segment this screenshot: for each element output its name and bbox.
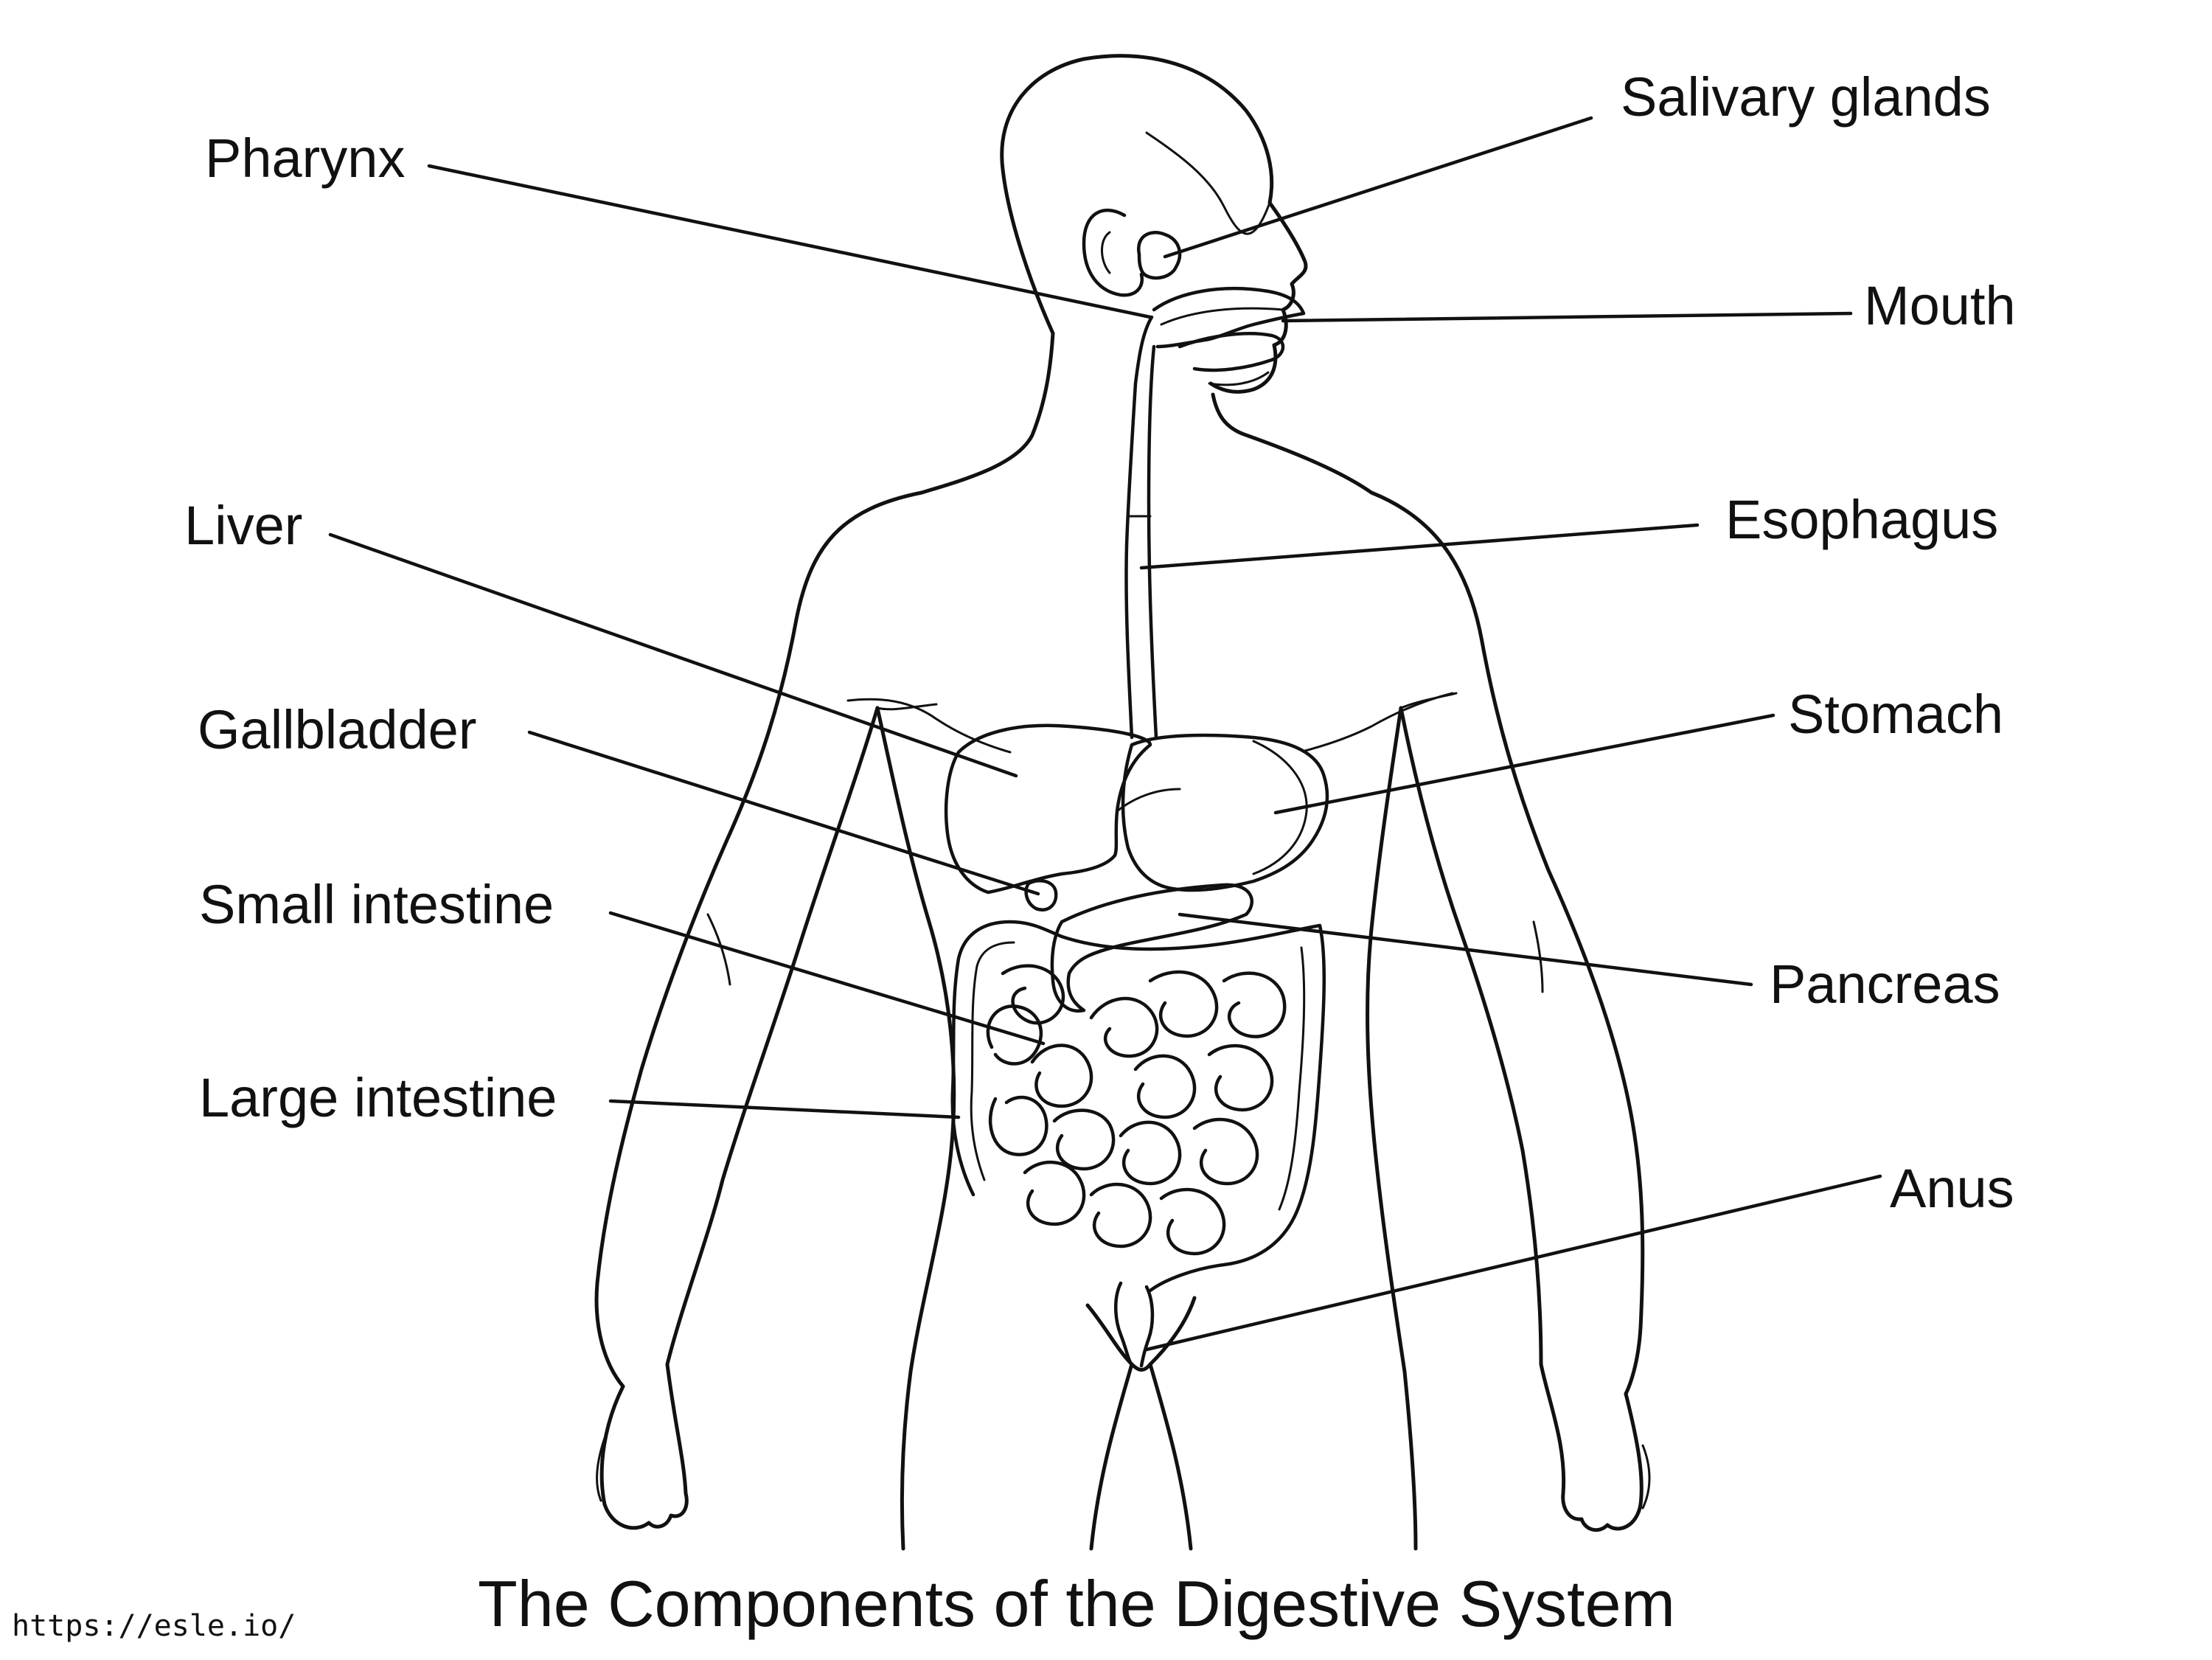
- right-rib-line: [1305, 693, 1453, 751]
- digestive-organs: [946, 232, 1327, 1366]
- watermark-url: https://esle.io/: [12, 1611, 296, 1641]
- left-torso-side: [877, 708, 954, 1549]
- diagram-title: The Components of the Digestive System: [478, 1572, 1675, 1636]
- large-intestine-inner-right: [1279, 948, 1304, 1209]
- label-gallbladder: Gallbladder: [198, 703, 476, 757]
- label-small-intestine: Small intestine: [199, 878, 554, 932]
- leader-stomach: [1276, 715, 1773, 813]
- tongue: [1180, 333, 1283, 370]
- label-large-intestine: Large intestine: [199, 1071, 557, 1125]
- leader-esophagus: [1141, 525, 1697, 568]
- left-inner-leg: [1091, 1364, 1132, 1549]
- leader-lines: [330, 118, 1880, 1350]
- neck-right: [1213, 395, 1371, 493]
- gallbladder: [1026, 881, 1057, 910]
- neck-left: [922, 333, 1053, 493]
- small-intestine: [988, 966, 1284, 1254]
- stomach: [1123, 735, 1327, 890]
- left-shoulder-arm-outer: [597, 493, 922, 1386]
- hairline: [1147, 133, 1270, 234]
- label-liver: Liver: [184, 499, 302, 553]
- jaw-line: [1209, 372, 1268, 385]
- esophagus-right-wall: [1149, 347, 1156, 737]
- liver-lobe-line: [1117, 789, 1180, 811]
- left-hand: [602, 1364, 686, 1528]
- right-arm-inner: [1401, 708, 1541, 1364]
- leader-pancreas: [1180, 914, 1751, 984]
- ear-inner: [1102, 232, 1110, 273]
- crotch: [1088, 1298, 1194, 1370]
- label-salivary-glands: Salivary glands: [1621, 70, 1991, 125]
- right-torso-side: [1368, 708, 1416, 1549]
- leader-large-intestine: [611, 1101, 959, 1117]
- right-hand-thumb: [1643, 1445, 1649, 1508]
- leader-salivary-glands: [1165, 118, 1591, 257]
- rectum-right: [1141, 1287, 1152, 1366]
- leader-anus: [1147, 1176, 1880, 1350]
- leader-mouth: [1283, 313, 1851, 321]
- label-mouth: Mouth: [1864, 279, 2016, 333]
- leader-pharynx: [429, 166, 1150, 317]
- leader-small-intestine: [611, 913, 1043, 1043]
- esophagus-left-wall: [1126, 546, 1132, 737]
- right-inner-leg: [1150, 1364, 1191, 1549]
- label-esophagus: Esophagus: [1725, 493, 1998, 547]
- label-stomach: Stomach: [1788, 687, 2003, 742]
- left-arm-inner: [667, 708, 877, 1364]
- label-anus: Anus: [1890, 1161, 2014, 1216]
- label-pharynx: Pharynx: [205, 131, 405, 186]
- label-pancreas: Pancreas: [1770, 957, 2000, 1012]
- ear: [1084, 210, 1142, 295]
